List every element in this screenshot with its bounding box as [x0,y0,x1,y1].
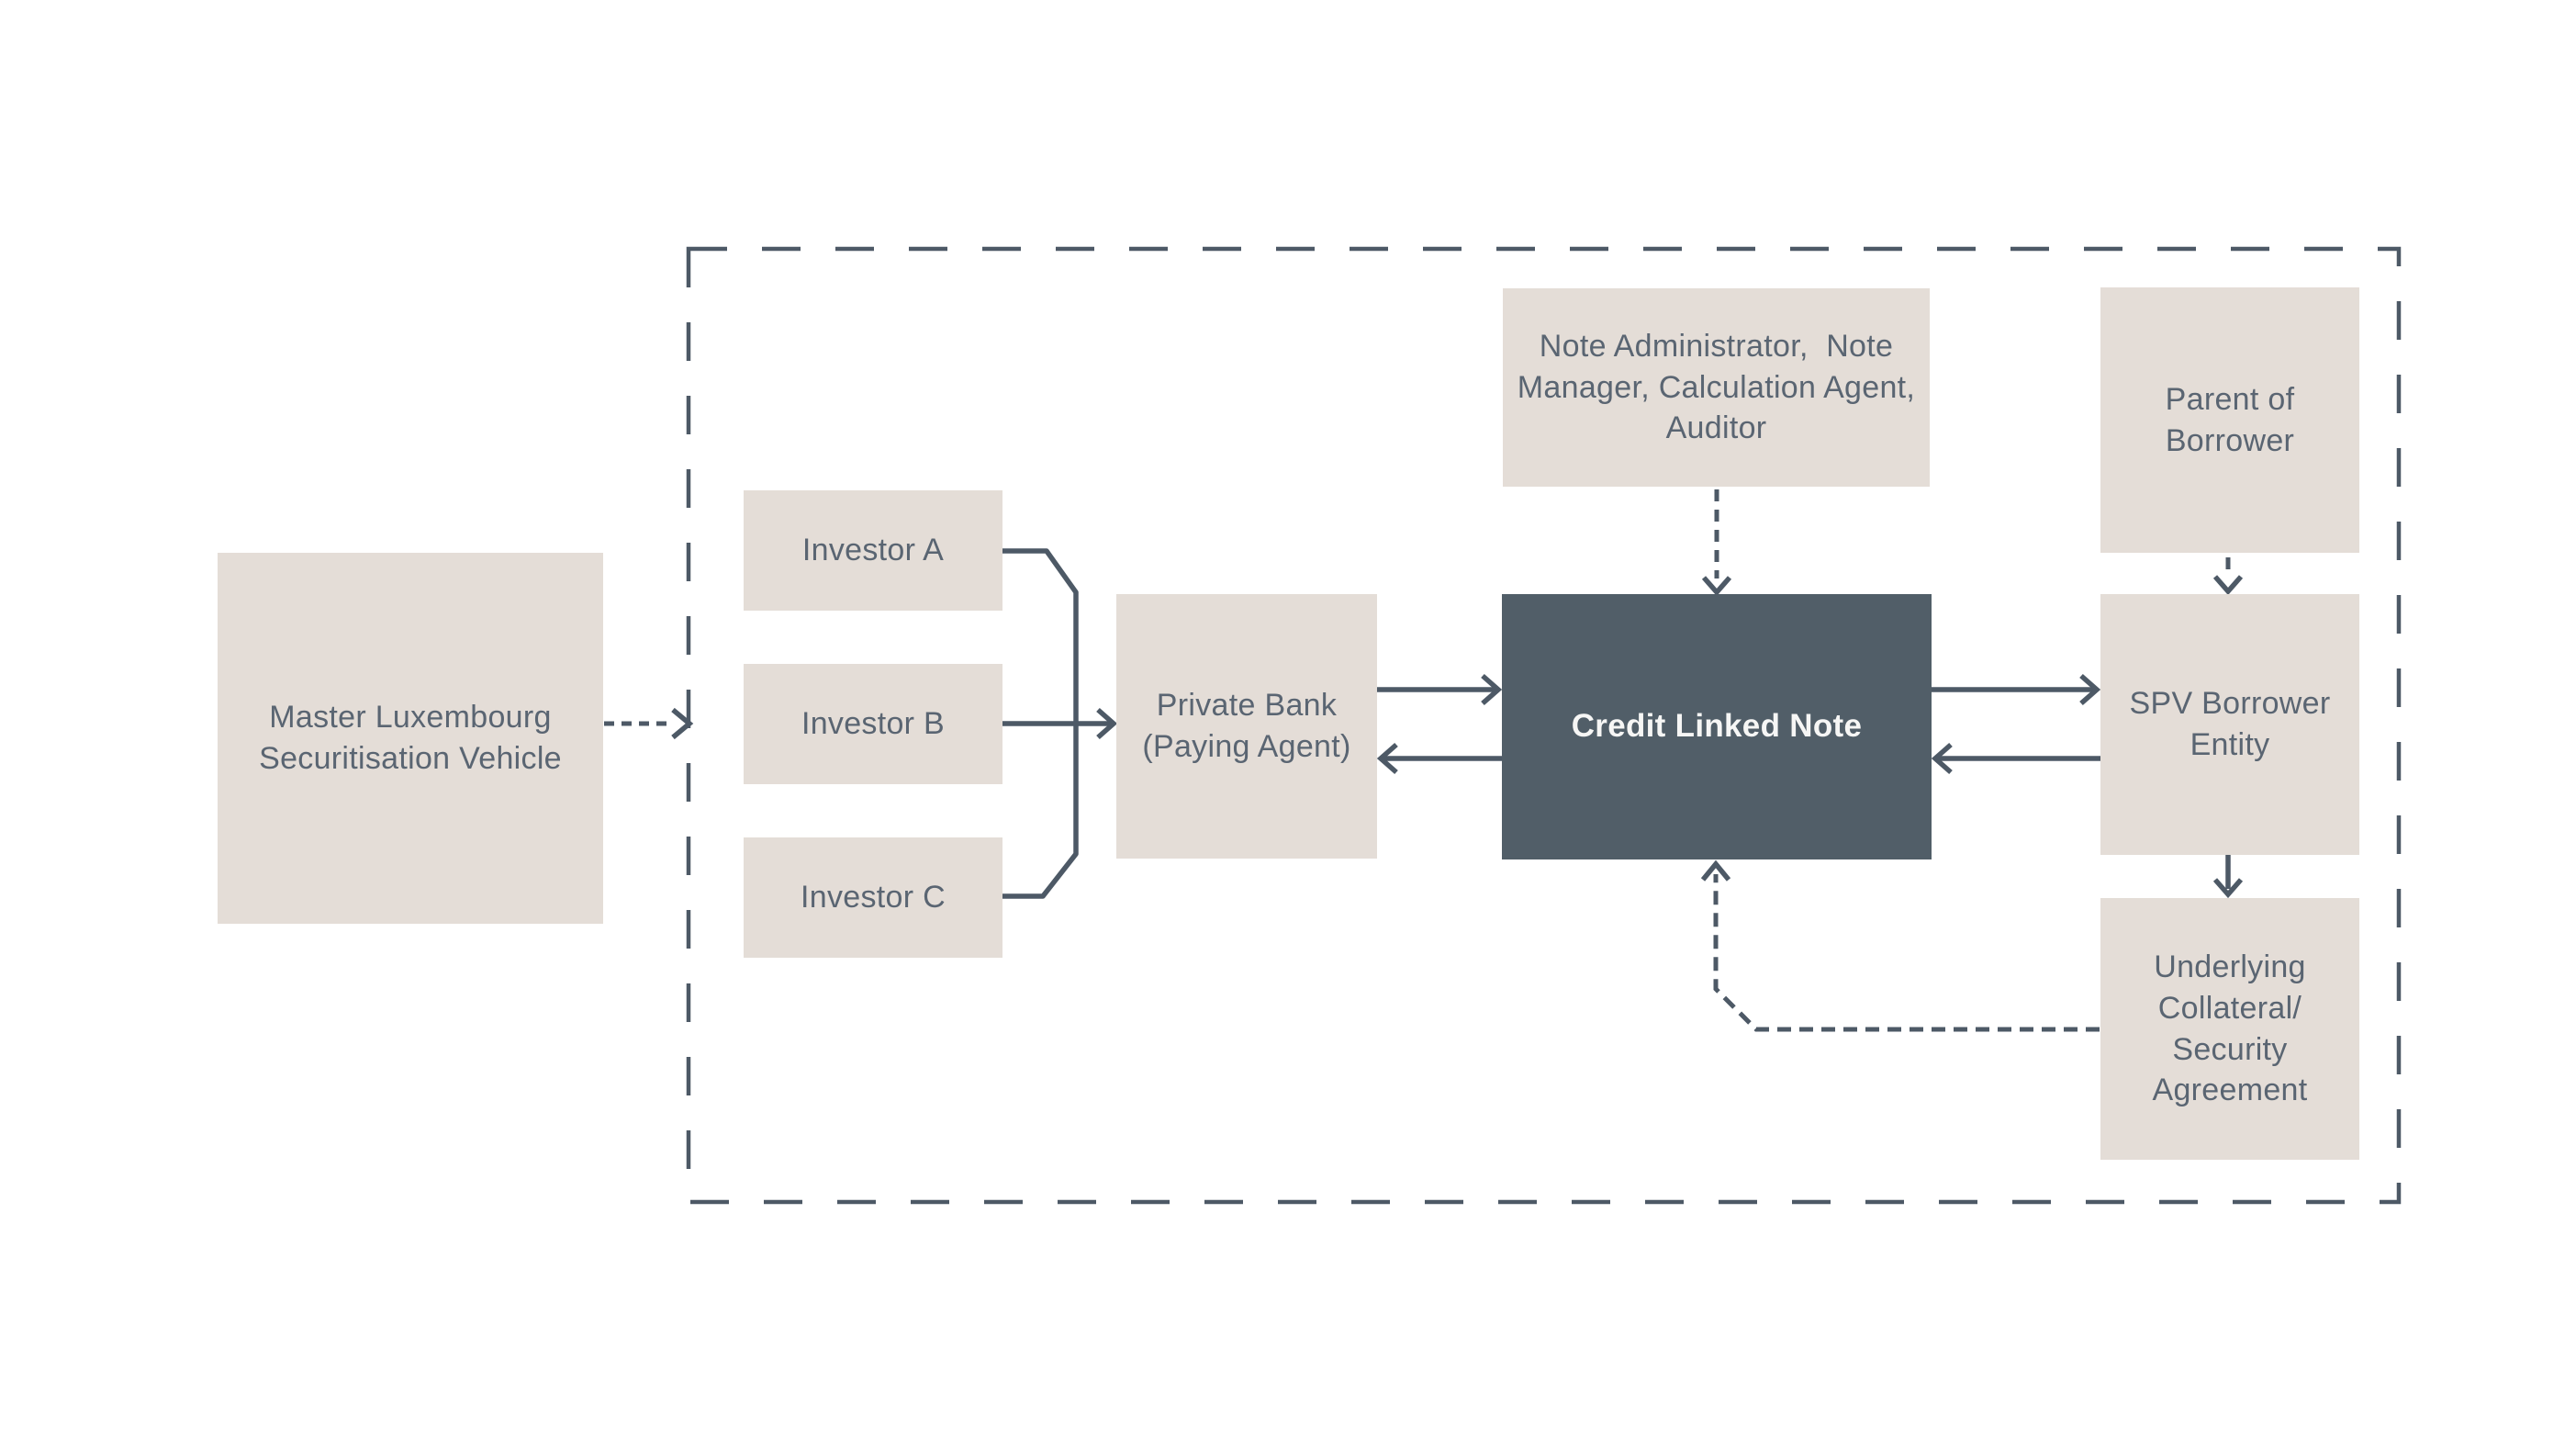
arrow-collateral-to-cln [1700,859,2100,1032]
node-spv-borrower-entity-label: SPV Borrower Entity [2129,686,2331,762]
node-underlying-collateral: Underlying Collateral/ Security Agreemen… [2100,898,2359,1160]
node-parent-of-borrower-label: Parent of Borrower [2165,381,2295,458]
node-investor-a-label: Investor A [801,533,945,568]
arrow-private-bank-to-cln [1377,673,1503,706]
node-investor-c-label: Investor C [801,880,946,915]
arrow-note-admin-to-cln [1701,489,1732,597]
investor-bracket-connector [1002,548,1079,899]
node-credit-linked-note: Credit Linked Note [1502,594,1932,859]
node-underlying-collateral-label: Underlying Collateral/ Security Agreemen… [2152,949,2308,1108]
node-parent-of-borrower: Parent of Borrower [2100,287,2359,553]
node-note-administrator-label: Note Administrator, Note Manager, Calcul… [1517,328,1916,446]
arrow-investors-to-private-bank [1002,707,1118,740]
node-investor-b-label: Investor B [801,706,946,742]
node-master-securitisation-vehicle-label: Master Luxembourg Securitisation Vehicle [259,700,562,776]
arrow-spv-to-cln [1931,742,2100,775]
arrow-cln-to-private-bank [1376,742,1502,775]
node-credit-linked-note-label: Credit Linked Note [1571,708,1863,745]
node-investor-b: Investor B [744,664,1002,784]
arrow-parent-to-spv [2212,557,2244,596]
node-master-securitisation-vehicle: Master Luxembourg Securitisation Vehicle [218,553,603,924]
node-note-administrator: Note Administrator, Note Manager, Calcul… [1503,288,1930,487]
arrow-cln-to-spv [1932,673,2101,706]
node-private-bank-paying-agent: Private Bank (Paying Agent) [1116,594,1377,859]
node-investor-c: Investor C [744,837,1002,958]
node-investor-a: Investor A [744,490,1002,611]
node-spv-borrower-entity: SPV Borrower Entity [2100,594,2359,855]
node-private-bank-paying-agent-label: Private Bank (Paying Agent) [1142,688,1351,764]
arrow-spv-to-collateral [2212,855,2244,899]
arrow-master-to-boundary [604,707,694,740]
